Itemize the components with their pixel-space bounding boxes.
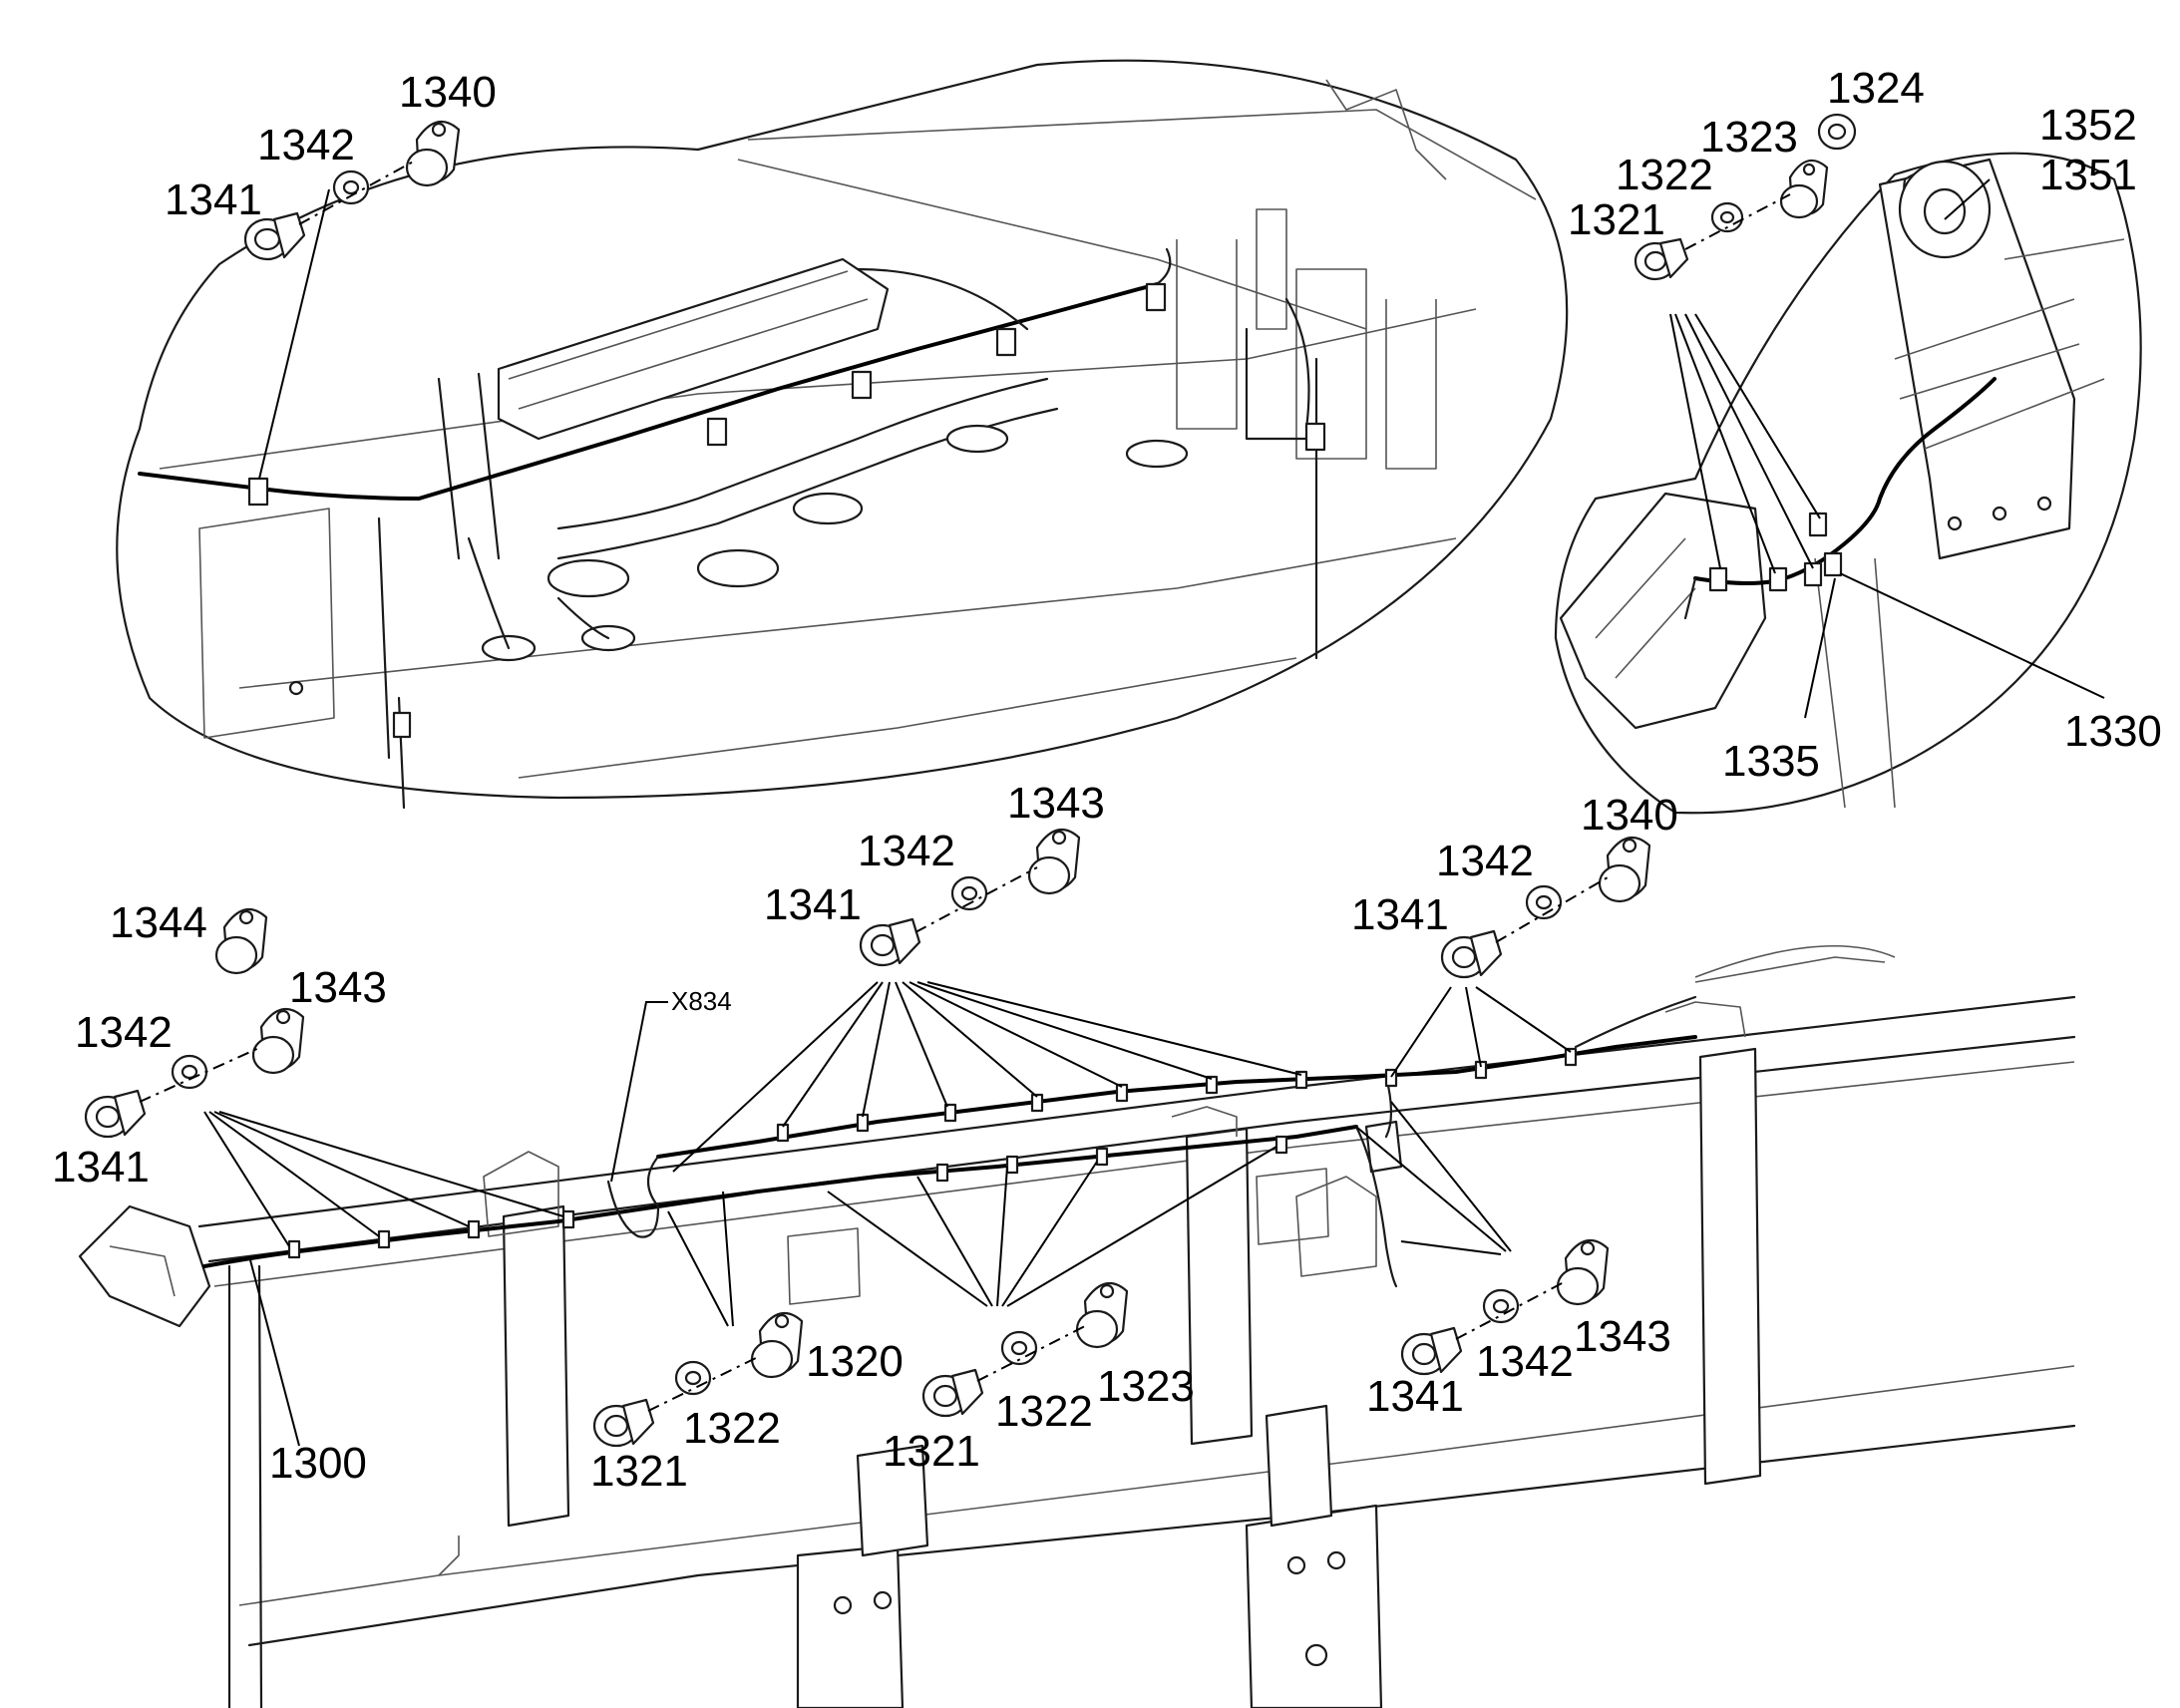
callout-1341-left: 1341 bbox=[52, 1143, 150, 1192]
callout-1341-br: 1341 bbox=[1366, 1372, 1464, 1421]
hardware-bolt-icon bbox=[592, 1398, 655, 1448]
callout-1342: 1342 bbox=[257, 121, 355, 170]
callout-1323: 1323 bbox=[1700, 113, 1798, 162]
callout-1321: 1321 bbox=[1568, 195, 1665, 244]
callout-1323-b: 1323 bbox=[1097, 1362, 1195, 1411]
callout-1352: 1352 bbox=[2039, 101, 2137, 150]
washer-icon bbox=[674, 1360, 712, 1396]
washer-icon bbox=[171, 1054, 208, 1090]
callout-1342-top: 1342 bbox=[858, 827, 955, 875]
connector-ref-x834: X834 bbox=[671, 986, 732, 1016]
callout-1324: 1324 bbox=[1827, 64, 1925, 113]
callout-1322-a: 1322 bbox=[683, 1404, 781, 1453]
p-clamp-icon bbox=[214, 907, 268, 975]
callout-1300: 1300 bbox=[269, 1439, 367, 1488]
speaker-icon bbox=[1898, 160, 1992, 259]
hardware-bolt-icon bbox=[84, 1089, 147, 1139]
cable-tie-icon bbox=[287, 1047, 1578, 1259]
cable-tie-icon bbox=[247, 282, 1326, 739]
p-clamp-icon bbox=[405, 120, 461, 187]
cable-tie-icon bbox=[1708, 512, 1843, 592]
p-clamp-icon bbox=[1556, 1238, 1610, 1306]
callout-1330: 1330 bbox=[2064, 707, 2162, 756]
washer-icon bbox=[950, 875, 988, 911]
p-clamp-icon bbox=[1598, 836, 1651, 903]
washer-icon bbox=[332, 170, 370, 205]
callout-1340-right: 1340 bbox=[1581, 791, 1678, 840]
callout-1351: 1351 bbox=[2039, 151, 2137, 199]
grommet-icon bbox=[1817, 113, 1857, 151]
hardware-bolt-icon bbox=[1634, 237, 1689, 281]
p-clamp-icon bbox=[251, 1007, 305, 1075]
callout-1341-top: 1341 bbox=[764, 880, 862, 929]
callout-1341: 1341 bbox=[165, 175, 262, 224]
callout-1321-b: 1321 bbox=[883, 1427, 980, 1476]
detail-view-speaker-mount: 1324 1323 1322 1321 1352 1351 1330 1335 bbox=[1554, 64, 2162, 815]
washer-icon bbox=[1482, 1288, 1520, 1324]
detail-view-engine-bay: 1340 1342 1341 bbox=[116, 59, 1569, 810]
hardware-bolt-icon bbox=[1400, 1326, 1463, 1376]
callout-1343-left: 1343 bbox=[289, 963, 387, 1012]
callout-1321-a: 1321 bbox=[590, 1447, 688, 1496]
callout-1342-br: 1342 bbox=[1476, 1337, 1574, 1386]
p-clamp-icon bbox=[1027, 828, 1081, 895]
callout-1322-b: 1322 bbox=[995, 1387, 1093, 1436]
hardware-bolt-icon bbox=[859, 917, 921, 967]
p-clamp-icon bbox=[1075, 1281, 1129, 1349]
callout-1343-top: 1343 bbox=[1007, 779, 1105, 828]
p-clamp-icon bbox=[750, 1311, 804, 1379]
main-view-beam: X834 1343 1342 1341 bbox=[52, 779, 2076, 1708]
callout-1320: 1320 bbox=[806, 1337, 904, 1386]
callout-1340: 1340 bbox=[399, 68, 497, 117]
callout-1342-right: 1342 bbox=[1436, 837, 1534, 885]
hardware-bolt-icon bbox=[1440, 929, 1503, 979]
callout-1343-br: 1343 bbox=[1574, 1312, 1671, 1361]
callout-1344: 1344 bbox=[110, 898, 207, 947]
p-clamp-icon bbox=[1779, 159, 1829, 219]
hardware-bolt-icon bbox=[921, 1368, 984, 1418]
callout-1341-right: 1341 bbox=[1351, 890, 1449, 939]
hardware-bolt-icon bbox=[243, 211, 306, 261]
callout-1322: 1322 bbox=[1616, 151, 1713, 199]
callout-1342-left: 1342 bbox=[75, 1008, 173, 1057]
callout-1335: 1335 bbox=[1722, 737, 1820, 786]
